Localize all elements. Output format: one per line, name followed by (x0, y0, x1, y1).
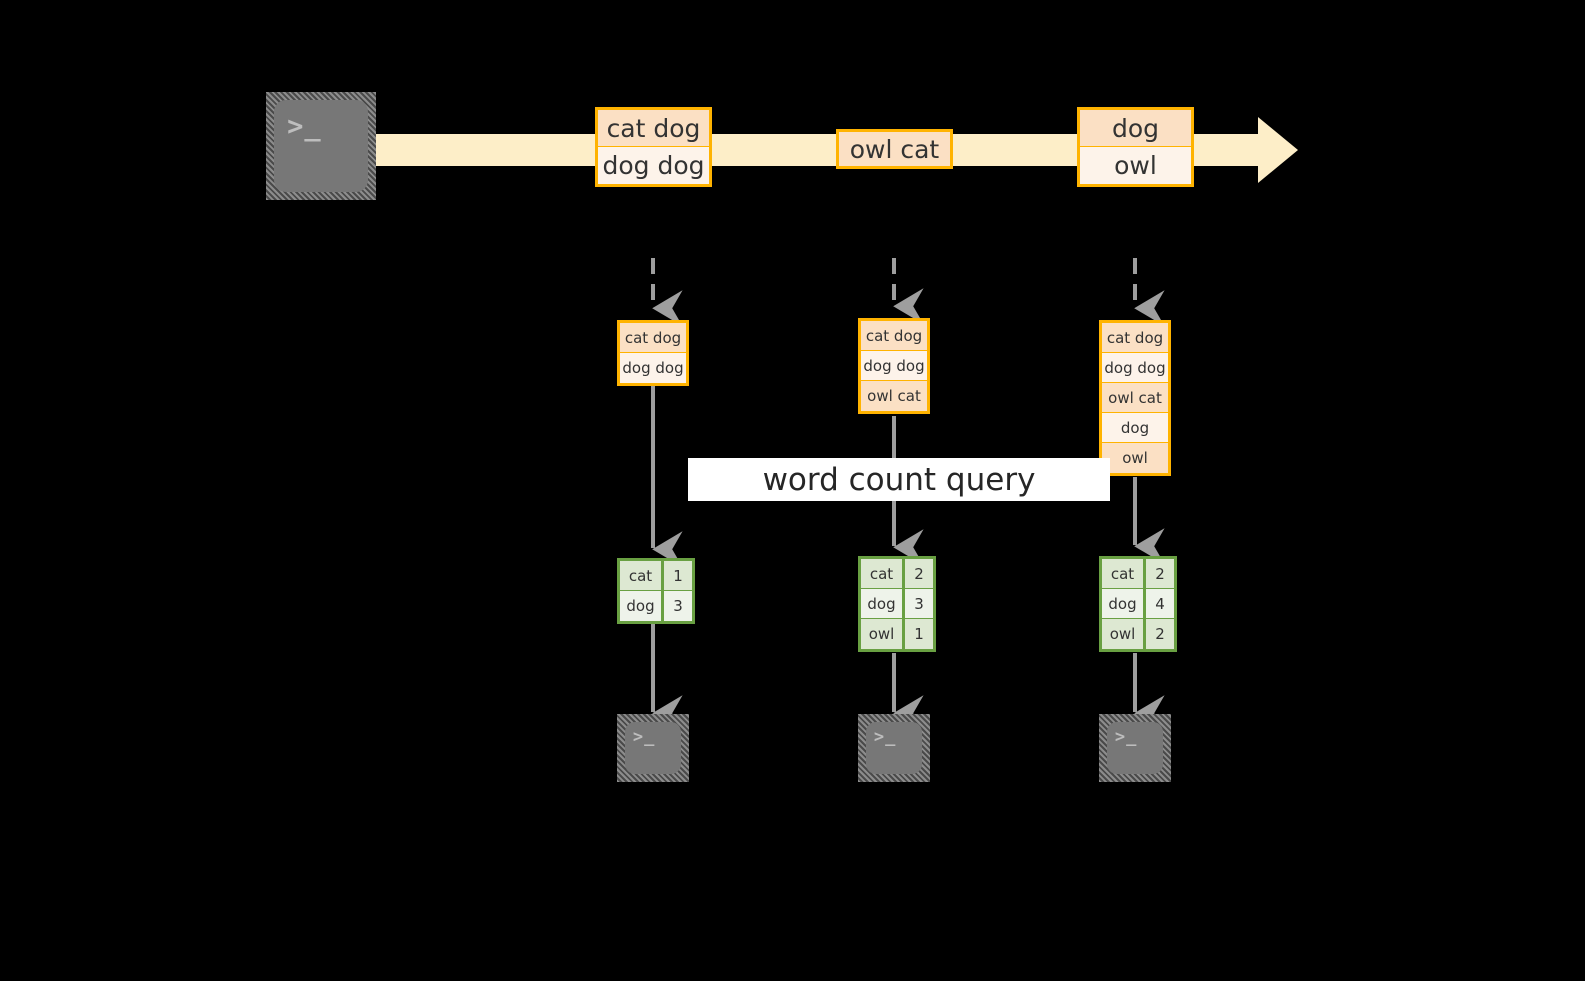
word-cell: dog (861, 589, 905, 618)
word-cell: cat (620, 561, 664, 590)
word-cell: owl (1102, 619, 1146, 649)
terminal-screen: >_ (274, 100, 368, 192)
state-row: cat dog (1102, 323, 1168, 353)
result-table-2: cat 2 dog 3 owl 1 (858, 556, 936, 652)
terminal-prompt-glyph: >_ (873, 727, 897, 748)
terminal-screen: >_ (625, 722, 681, 774)
table-row: dog 3 (861, 589, 933, 619)
state-row: owl cat (1102, 383, 1168, 413)
stream-batch-1: cat dog dog dog (595, 107, 712, 187)
table-row: cat 2 (861, 559, 933, 589)
state-row: dog dog (1102, 353, 1168, 383)
word-cell: cat (861, 559, 905, 588)
table-row: dog 3 (620, 591, 692, 621)
table-row: cat 1 (620, 561, 692, 591)
table-row: owl 1 (861, 619, 933, 649)
terminal-screen: >_ (1107, 722, 1163, 774)
count-cell: 2 (1146, 619, 1174, 649)
input-stream-arrow-head (1258, 117, 1298, 183)
count-cell: 2 (905, 559, 933, 588)
stream-record: dog (1080, 110, 1191, 147)
terminal-prompt-glyph: >_ (1114, 727, 1138, 748)
count-cell: 1 (664, 561, 692, 590)
terminal-prompt-glyph: >_ (287, 110, 322, 142)
stream-record: owl cat (839, 132, 950, 166)
word-cell: owl (861, 619, 905, 649)
terminal-screen: >_ (866, 722, 922, 774)
stream-record: cat dog (598, 110, 709, 147)
sink-terminal-1[interactable]: >_ (617, 714, 689, 782)
count-cell: 3 (664, 591, 692, 621)
query-label-text: word count query (762, 461, 1036, 498)
state-row: owl cat (861, 381, 927, 411)
state-stack-3: cat dog dog dog owl cat dog owl (1099, 320, 1171, 476)
state-row: cat dog (620, 323, 686, 353)
result-table-1: cat 1 dog 3 (617, 558, 695, 624)
word-cell: cat (1102, 559, 1146, 588)
stream-batch-2: owl cat (836, 129, 953, 169)
stream-record: owl (1080, 147, 1191, 184)
result-table-3: cat 2 dog 4 owl 2 (1099, 556, 1177, 652)
table-row: owl 2 (1102, 619, 1174, 649)
terminal-prompt-glyph: >_ (632, 727, 656, 748)
word-cell: dog (1102, 589, 1146, 618)
state-stack-2: cat dog dog dog owl cat (858, 318, 930, 414)
word-cell: dog (620, 591, 664, 621)
source-terminal-icon[interactable]: >_ (266, 92, 376, 200)
table-row: cat 2 (1102, 559, 1174, 589)
count-cell: 1 (905, 619, 933, 649)
state-row: dog dog (620, 353, 686, 383)
count-cell: 4 (1146, 589, 1174, 618)
state-row: cat dog (861, 321, 927, 351)
count-cell: 2 (1146, 559, 1174, 588)
state-stack-1: cat dog dog dog (617, 320, 689, 386)
count-cell: 3 (905, 589, 933, 618)
sink-terminal-3[interactable]: >_ (1099, 714, 1171, 782)
sink-terminal-2[interactable]: >_ (858, 714, 930, 782)
table-row: dog 4 (1102, 589, 1174, 619)
state-row: dog dog (861, 351, 927, 381)
stream-record: dog dog (598, 147, 709, 184)
state-row: owl (1102, 443, 1168, 473)
query-label: word count query (688, 458, 1110, 501)
stream-batch-3: dog owl (1077, 107, 1194, 187)
state-row: dog (1102, 413, 1168, 443)
